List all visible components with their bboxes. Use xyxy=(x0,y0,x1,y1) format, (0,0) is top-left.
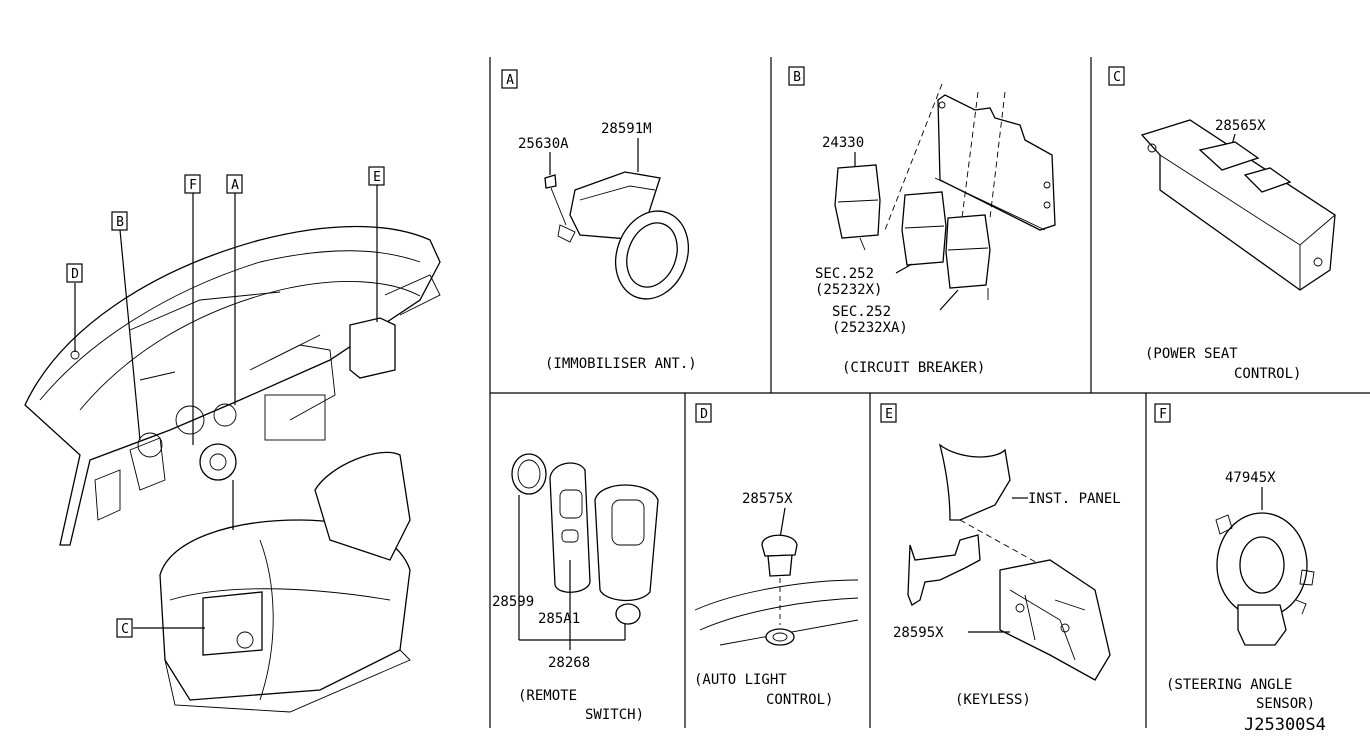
callout-b: B xyxy=(111,211,128,231)
svg-text:B: B xyxy=(116,215,124,230)
panel-e: E INST. PANEL 28595X (KEYLESS) xyxy=(880,403,1121,708)
caption-steering-1: (STEERING ANGLE xyxy=(1166,677,1292,693)
panel-b-letter: B xyxy=(793,70,801,85)
part-28565x: 28565X xyxy=(1215,118,1266,134)
panel-f-letter: F xyxy=(1159,407,1167,422)
dashboard-illustration xyxy=(24,225,441,713)
svg-text:F: F xyxy=(189,178,197,193)
callout-d: D xyxy=(66,263,83,283)
overview-leaders xyxy=(74,185,378,629)
caption-auto-light-1: (AUTO LIGHT xyxy=(694,672,787,688)
callout-f: F xyxy=(184,174,201,194)
svg-text:D: D xyxy=(71,267,79,282)
caption-steering-2: SENSOR) xyxy=(1256,696,1315,712)
panel-d-letter: D xyxy=(700,407,708,422)
panel-b: B 24330 SEC.252 (25232X) SEC.252 (25232X… xyxy=(788,66,1056,376)
caption-circuit-breaker: (CIRCUIT BREAKER) xyxy=(842,360,985,376)
caption-power-seat-2: CONTROL) xyxy=(1234,366,1301,382)
caption-auto-light-2: CONTROL) xyxy=(766,692,833,708)
drawing-id: J25300S4 xyxy=(1244,715,1326,735)
part-28268: 28268 xyxy=(548,655,590,671)
part-25232xa: (25232XA) xyxy=(832,320,908,336)
caption-keyless: (KEYLESS) xyxy=(955,692,1031,708)
panel-d: D 28575X (AUTO LIGHT CONTROL) xyxy=(694,403,859,708)
part-28595x: 28595X xyxy=(893,625,944,641)
panel-f: F 47945X (STEERING ANGLE SENSOR) xyxy=(1154,403,1315,712)
callout-c: C xyxy=(116,618,133,638)
part-inst-panel: INST. PANEL xyxy=(1028,491,1121,507)
part-285a1: 285A1 xyxy=(538,611,580,627)
panel-e-letter: E xyxy=(885,407,893,422)
panel-grid xyxy=(489,57,1370,728)
part-28575x: 28575X xyxy=(742,491,793,507)
part-sec-252-b: SEC.252 xyxy=(832,304,891,320)
caption-immobiliser: (IMMOBILISER ANT.) xyxy=(545,356,697,372)
part-25232x: (25232X) xyxy=(815,282,882,298)
part-28599: 28599 xyxy=(492,594,534,610)
part-28591m: 28591M xyxy=(601,121,652,137)
caption-remote-1: (REMOTE xyxy=(518,688,577,704)
panel-a: A 25630A 28591M (IMMOBILISER ANT.) xyxy=(501,69,697,372)
panel-c: C 28565X (POWER SEAT CONTROL) xyxy=(1108,66,1336,382)
callout-a: A xyxy=(226,174,243,194)
panel-remote: 28599 285A1 28268 (REMOTE SWITCH) xyxy=(492,453,659,723)
svg-text:A: A xyxy=(231,178,239,193)
caption-remote-2: SWITCH) xyxy=(585,707,644,723)
callout-e: E xyxy=(368,166,385,186)
caption-power-seat-1: (POWER SEAT xyxy=(1145,346,1238,362)
part-47945x: 47945X xyxy=(1225,470,1276,486)
part-24330: 24330 xyxy=(822,135,864,151)
svg-text:E: E xyxy=(373,170,381,185)
part-sec-252-a: SEC.252 xyxy=(815,266,874,282)
panel-a-letter: A xyxy=(506,73,514,88)
panel-c-letter: C xyxy=(1113,70,1121,85)
part-25630a: 25630A xyxy=(518,136,569,152)
svg-text:C: C xyxy=(121,622,129,637)
